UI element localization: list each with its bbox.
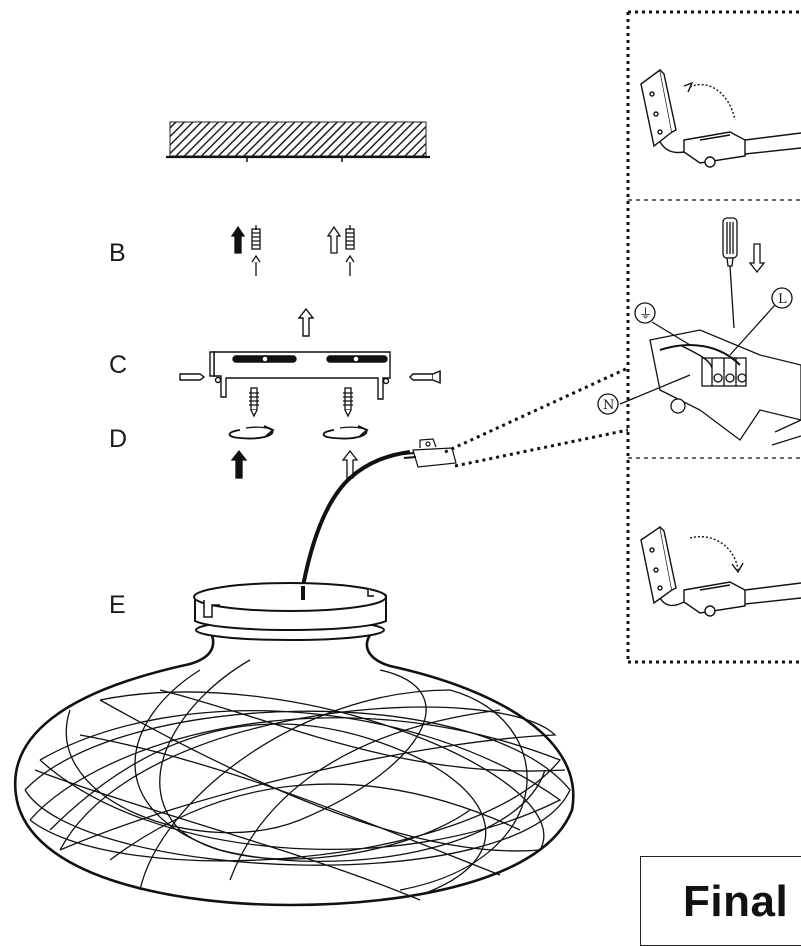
wall-plug-left (230, 225, 261, 276)
side-screw-right (409, 369, 441, 385)
wall-plugs-step-b (230, 225, 355, 276)
final-box: Final (640, 856, 801, 946)
step-label-d: D (109, 425, 128, 453)
up-arrow-icon (230, 449, 248, 479)
power-cable (301, 438, 457, 587)
side-screw-left (179, 373, 206, 381)
terminal-connector (403, 438, 457, 468)
screwdriver-icon (722, 217, 738, 329)
earth-terminal-label: ⏚ (639, 307, 652, 322)
cover-open-detail (640, 68, 801, 168)
down-arrow-icon (748, 243, 766, 274)
step-label-e: E (109, 591, 126, 619)
wiring-detail-panel: ⏚ L N (597, 10, 801, 664)
step-label-b: B (109, 239, 126, 267)
terminal-block-detail (597, 217, 801, 446)
shade-collar (193, 582, 387, 641)
leader-lines (444, 366, 629, 468)
screw-left (249, 387, 259, 418)
neutral-terminal-label: N (603, 398, 614, 413)
shade-body (13, 634, 575, 907)
up-arrow-icon (297, 307, 315, 337)
live-terminal-label: L (778, 292, 787, 307)
screw-right (343, 387, 353, 418)
screws-step-d (228, 387, 369, 479)
mounting-bracket-step-c (179, 307, 441, 400)
wall-plug-right (326, 225, 355, 276)
step-label-c: C (109, 351, 128, 379)
ceiling-hatch (166, 121, 430, 162)
live-terminal-tag (771, 287, 793, 309)
cover-close-detail (640, 525, 801, 617)
final-box-title: Final (683, 877, 789, 926)
neutral-terminal-tag (597, 393, 619, 415)
earth-terminal-tag (634, 302, 656, 324)
rotate-arrow-right-icon (322, 425, 369, 440)
rotate-arrow-left-icon (228, 425, 275, 440)
lamp-shade (13, 582, 575, 907)
